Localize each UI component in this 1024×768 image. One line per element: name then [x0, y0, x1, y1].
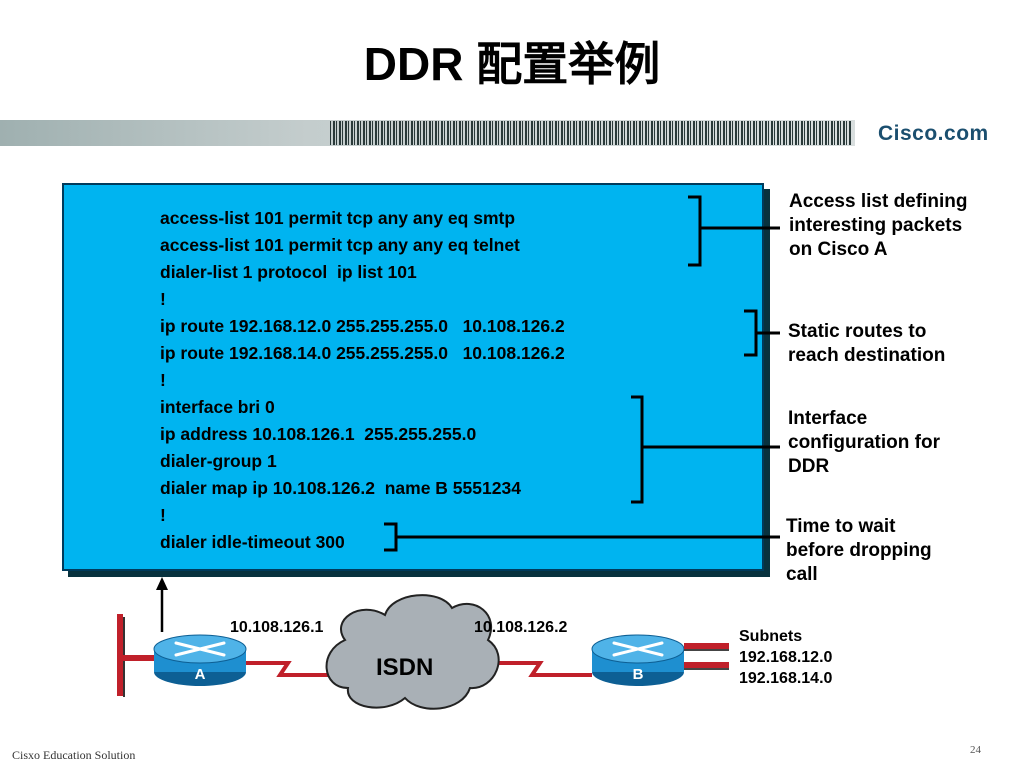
config-line: ! [160, 505, 166, 525]
router-a [153, 634, 247, 686]
bracket-interface [631, 395, 644, 504]
config-line: dialer idle-timeout 300 [160, 532, 345, 552]
bracket-idle-timeout [384, 522, 398, 552]
annotation-static-routes: Static routes to reach destination [788, 321, 946, 366]
isdn-link-b [480, 661, 592, 677]
page-title: DDR 配置举例 [363, 38, 661, 90]
subnet-2: 192.168.14.0 [739, 670, 833, 687]
config-panel [62, 183, 764, 571]
barcode-stripes [330, 121, 851, 145]
subnet-links [684, 643, 729, 670]
lan-segment-a [117, 614, 158, 697]
page-number: 24 [970, 744, 981, 756]
isdn-cloud [325, 594, 500, 710]
isdn-label: ISDN [376, 654, 434, 681]
config-line: dialer-list 1 protocol ip list 101 [160, 262, 417, 282]
config-line: ! [160, 370, 166, 390]
subnet-1: 192.168.12.0 [739, 649, 833, 666]
subnets-block: Subnets 192.168.12.0 192.168.14.0 [739, 626, 832, 689]
config-line: interface bri 0 [160, 397, 275, 417]
bracket-static-routes [744, 309, 758, 357]
config-line: ip route 192.168.12.0 255.255.255.0 10.1… [160, 316, 565, 336]
router-b-label: B [632, 666, 644, 683]
config-line: ! [160, 289, 166, 309]
config-line: dialer map ip 10.108.126.2 name B 555123… [160, 478, 521, 498]
ip-label-b: 10.108.126.2 [474, 619, 568, 636]
annotation-access-list: Access list defining interesting packets… [789, 191, 968, 260]
isdn-link-a [246, 661, 332, 677]
config-line: dialer-group 1 [160, 451, 277, 471]
cisco-logo: Cisco.com [878, 122, 989, 145]
header-banner [0, 120, 1024, 146]
footer-text: Cisxo Education Solution [12, 748, 136, 762]
arrow-to-config [156, 577, 168, 632]
ip-label-a: 10.108.126.1 [230, 619, 324, 636]
router-b [591, 634, 685, 686]
config-listing: access-list 101 permit tcp any any eq sm… [160, 205, 565, 556]
config-line: access-list 101 permit tcp any any eq sm… [160, 208, 516, 228]
config-line: ip address 10.108.126.1 255.255.255.0 [160, 424, 477, 444]
router-a-label: A [194, 666, 206, 683]
config-line: access-list 101 permit tcp any any eq te… [160, 235, 520, 255]
bracket-access-list [688, 195, 702, 267]
annotation-interface: Interface configuration for DDR [788, 408, 940, 477]
config-line: ip route 192.168.14.0 255.255.255.0 10.1… [160, 343, 565, 363]
subnets-title: Subnets [739, 628, 803, 645]
annotation-idle-timeout: Time to wait before dropping call [786, 516, 932, 585]
